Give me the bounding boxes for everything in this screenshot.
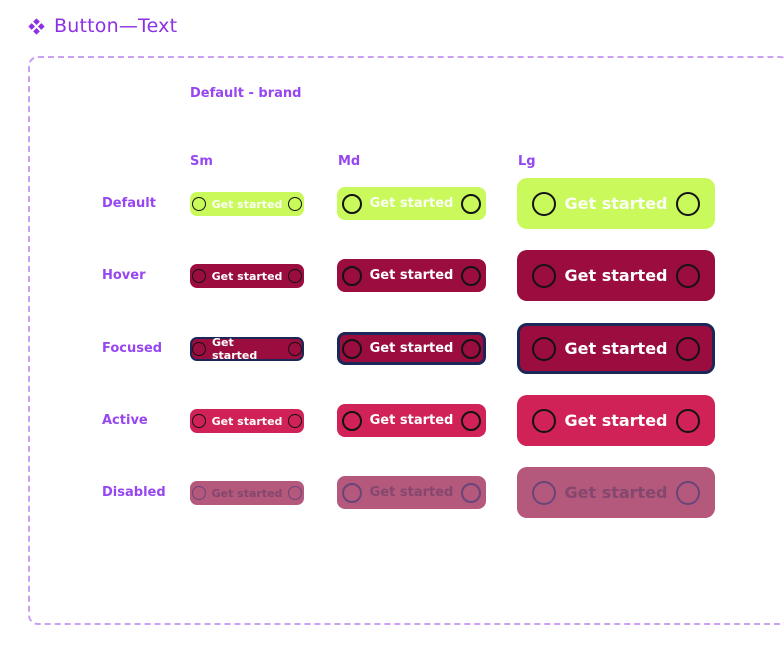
circle-icon: [192, 342, 206, 356]
button-label: Get started: [369, 196, 454, 211]
button-label: Get started: [564, 411, 668, 430]
get-started-button-md-default[interactable]: Get started: [337, 187, 486, 220]
circle-icon: [288, 414, 303, 428]
get-started-button-sm-default[interactable]: Get started: [190, 192, 304, 216]
get-started-button-md-hover[interactable]: Get started: [337, 259, 486, 292]
row-label-focused: Focused: [102, 341, 163, 356]
row-label-disabled: Disabled: [102, 485, 166, 500]
row-label-default: Default: [102, 196, 156, 211]
column-header-sm: Sm: [190, 154, 213, 169]
get-started-button-md-disabled[interactable]: Get started: [337, 476, 486, 509]
button-label: Get started: [211, 197, 283, 211]
button-label: Get started: [211, 269, 283, 283]
get-started-button-sm-disabled[interactable]: Get started: [190, 481, 304, 505]
button-label: Get started: [564, 194, 668, 213]
circle-icon: [675, 263, 700, 288]
circle-icon: [191, 414, 206, 428]
circle-icon: [461, 338, 482, 359]
get-started-button-md-focused[interactable]: Get started: [337, 332, 486, 365]
column-header-md: Md: [338, 154, 361, 169]
row-label-hover: Hover: [102, 268, 146, 283]
button-label: Get started: [211, 414, 283, 428]
get-started-button-lg-hover[interactable]: Get started: [517, 250, 715, 301]
circle-icon: [288, 486, 303, 500]
circle-icon: [191, 486, 206, 500]
circle-icon: [341, 338, 362, 359]
circle-icon: [288, 269, 303, 283]
get-started-button-lg-active[interactable]: Get started: [517, 395, 715, 446]
circle-icon: [191, 269, 206, 283]
get-started-button-sm-focused[interactable]: Get started: [190, 336, 304, 362]
circle-icon: [675, 191, 700, 216]
button-label: Get started: [564, 483, 668, 502]
page-header: Button—Text: [28, 15, 177, 37]
component-diamonds-icon: [28, 17, 45, 35]
circle-icon: [288, 342, 302, 356]
get-started-button-sm-active[interactable]: Get started: [190, 409, 304, 433]
circle-icon: [288, 197, 303, 211]
circle-icon: [461, 265, 482, 286]
button-label: Get started: [369, 341, 454, 356]
page-title: Button—Text: [54, 15, 178, 37]
get-started-button-lg-disabled[interactable]: Get started: [517, 467, 715, 518]
circle-icon: [341, 193, 362, 214]
circle-icon: [675, 336, 700, 361]
component-frame: Default - brand Sm Md Lg Default Hover F…: [28, 56, 784, 625]
row-label-active: Active: [102, 413, 148, 428]
get-started-button-lg-default[interactable]: Get started: [517, 178, 715, 229]
circle-icon: [532, 263, 557, 288]
get-started-button-md-active[interactable]: Get started: [337, 404, 486, 437]
circle-icon: [461, 410, 482, 431]
button-label: Get started: [212, 336, 258, 362]
circle-icon: [675, 408, 700, 433]
circle-icon: [341, 482, 362, 503]
circle-icon: [191, 197, 206, 211]
variant-label: Default - brand: [190, 86, 302, 101]
circle-icon: [341, 265, 362, 286]
button-label: Get started: [564, 266, 668, 285]
get-started-button-sm-hover[interactable]: Get started: [190, 264, 304, 288]
button-label: Get started: [369, 485, 454, 500]
circle-icon: [532, 191, 557, 216]
button-label: Get started: [369, 268, 454, 283]
circle-icon: [461, 482, 482, 503]
circle-icon: [675, 480, 700, 505]
circle-icon: [341, 410, 362, 431]
button-label: Get started: [211, 486, 283, 500]
circle-icon: [461, 193, 482, 214]
circle-icon: [532, 408, 557, 433]
circle-icon: [532, 480, 557, 505]
column-header-lg: Lg: [518, 154, 536, 169]
circle-icon: [532, 336, 557, 361]
get-started-button-lg-focused[interactable]: Get started: [517, 323, 715, 374]
button-label: Get started: [369, 413, 454, 428]
button-label: Get started: [564, 339, 668, 358]
